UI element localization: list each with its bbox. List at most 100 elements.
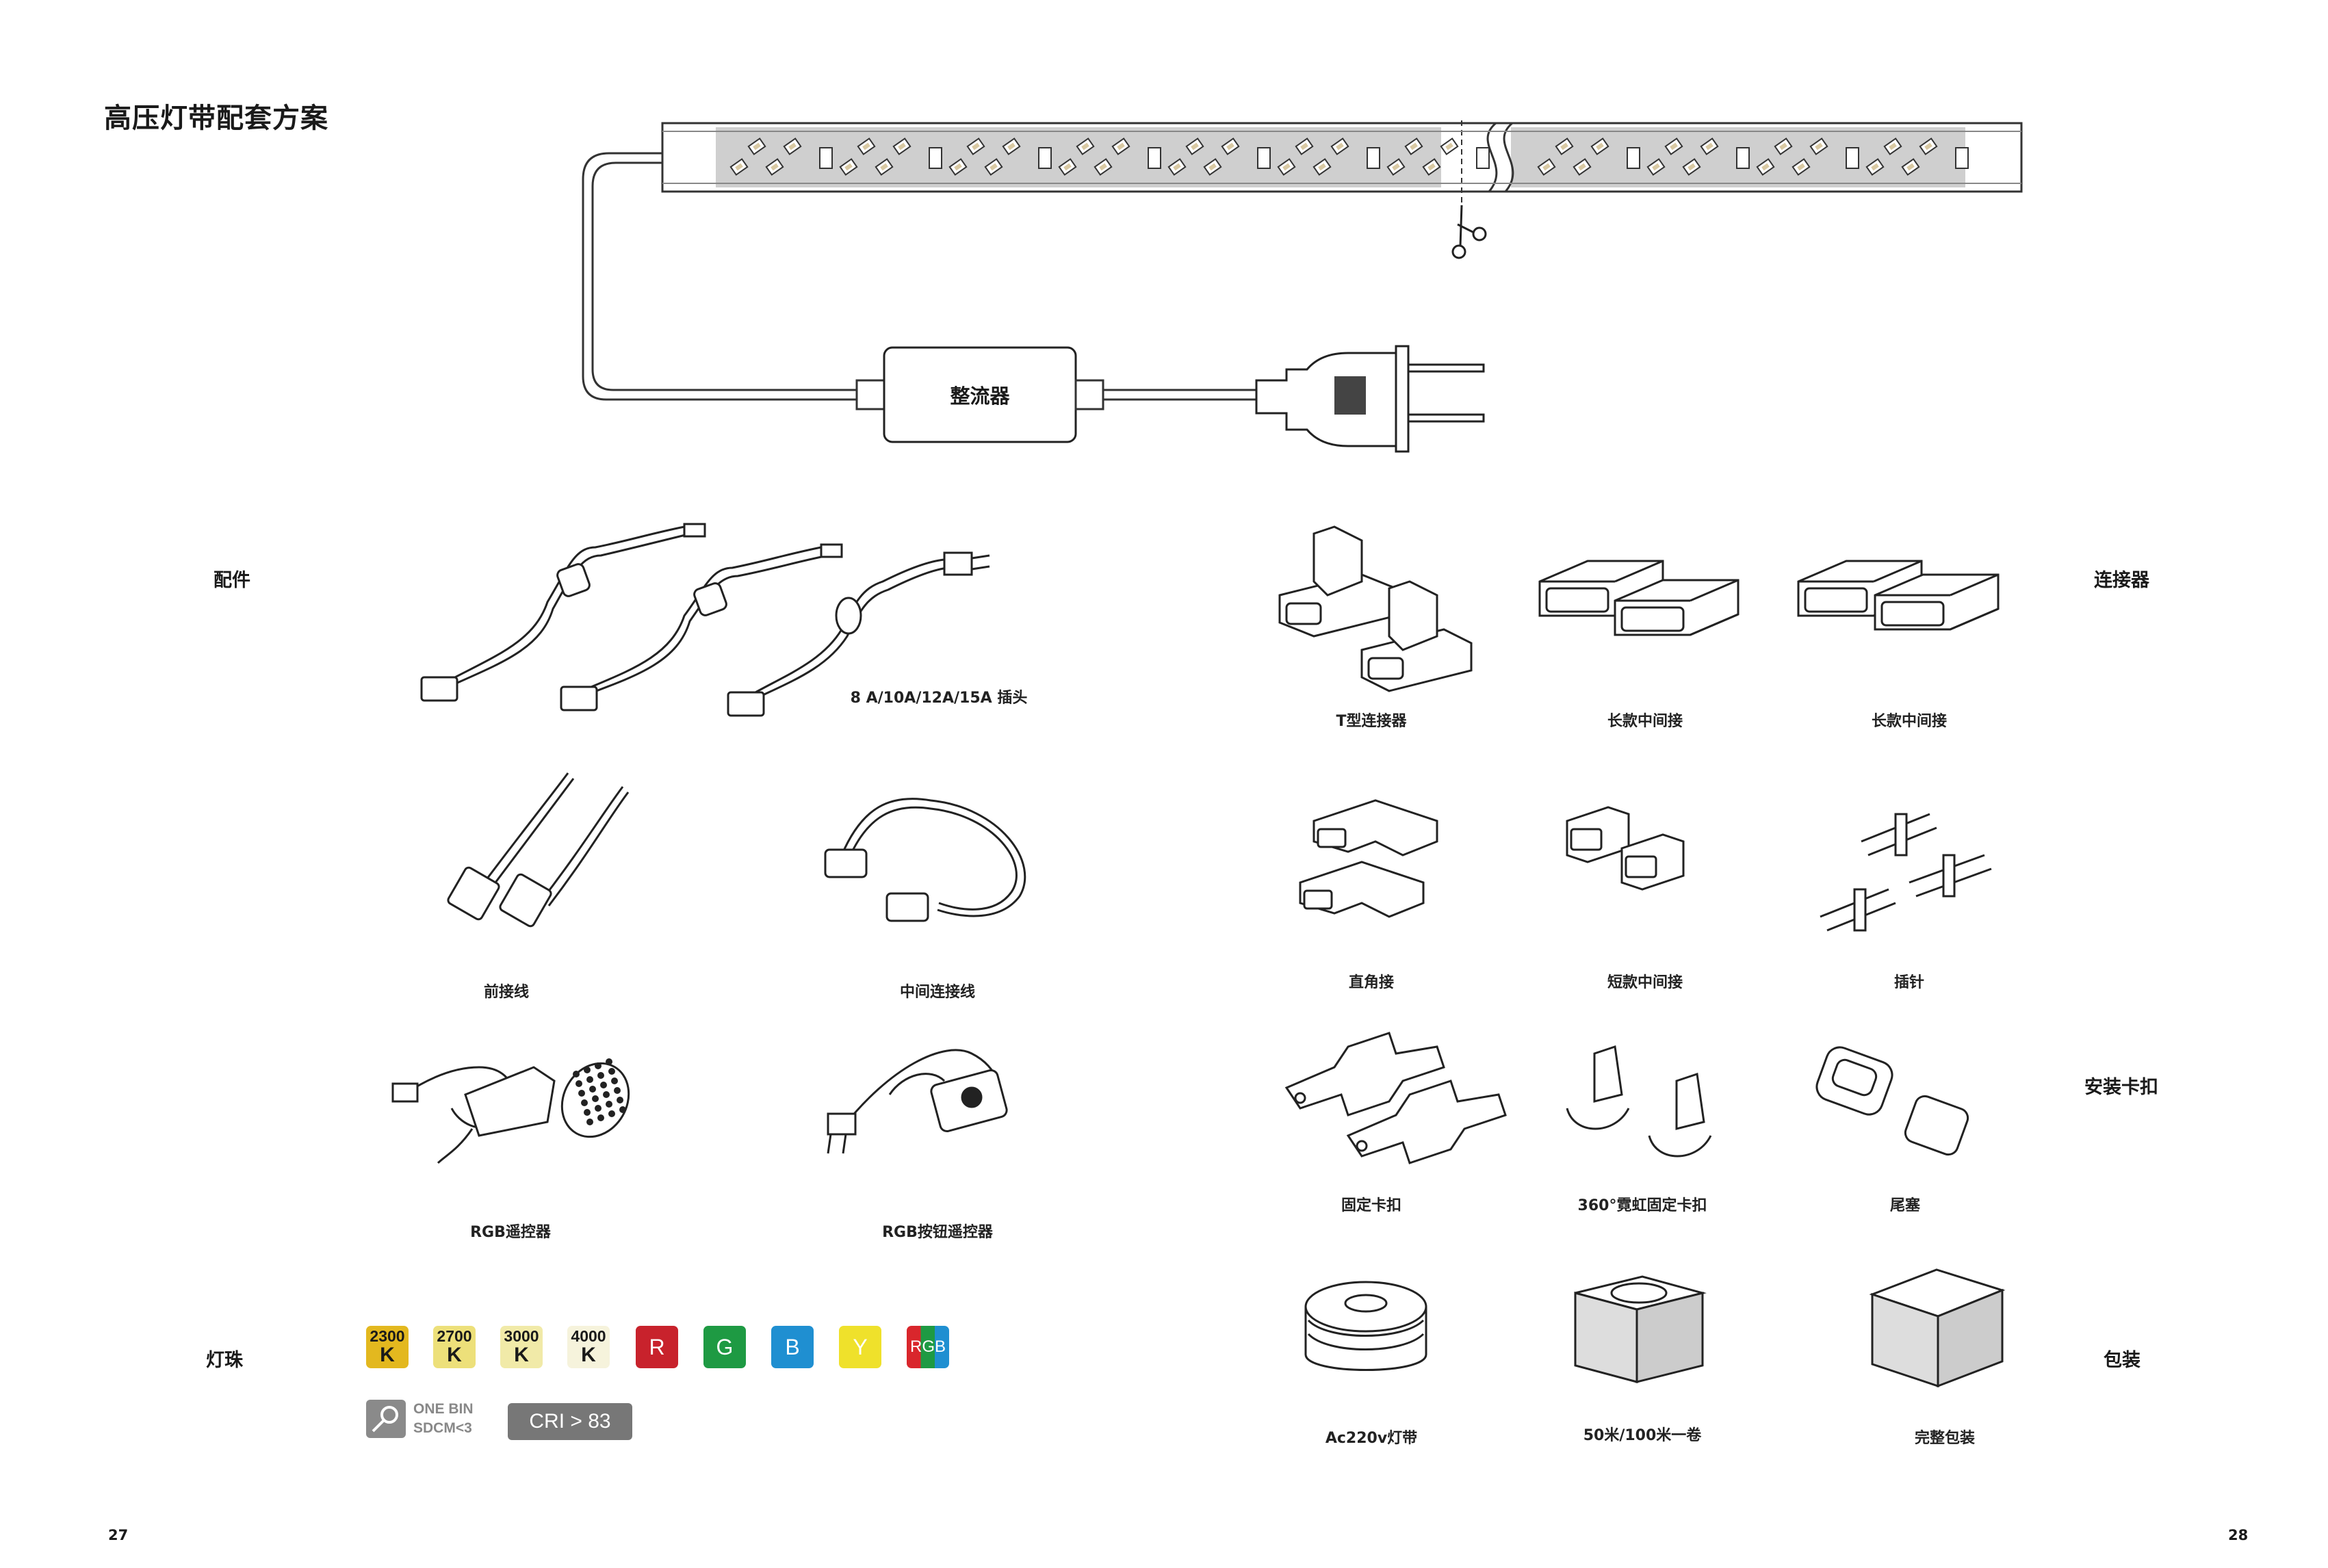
led-chip bbox=[839, 158, 858, 176]
resistor bbox=[819, 147, 833, 169]
remote-button bbox=[600, 1082, 607, 1088]
remote-button bbox=[581, 1099, 588, 1106]
resistor bbox=[1257, 147, 1271, 169]
one-bin-line1: ONE BIN bbox=[413, 1401, 474, 1417]
led-chip bbox=[1809, 138, 1828, 155]
resistor bbox=[1627, 147, 1640, 169]
led-chip bbox=[1002, 138, 1021, 155]
led-chip bbox=[1330, 138, 1349, 155]
led-chip bbox=[1590, 138, 1609, 155]
middle-wire bbox=[824, 798, 1026, 922]
bead-badge-unit: K bbox=[447, 1344, 462, 1366]
led-chip bbox=[1883, 138, 1902, 155]
remote-button bbox=[597, 1072, 604, 1079]
caption-front-wire: 前接线 bbox=[483, 984, 529, 1001]
cri-badge: CRI > 83 bbox=[508, 1403, 632, 1440]
led-chip bbox=[1277, 158, 1296, 176]
neon-clips bbox=[1566, 1045, 1712, 1158]
led-chip bbox=[1076, 138, 1095, 155]
rgb-remote bbox=[391, 1062, 630, 1164]
bead-badge: G bbox=[703, 1326, 746, 1368]
remote-button bbox=[573, 1071, 580, 1077]
t-connectors bbox=[1278, 525, 1473, 692]
end-caps bbox=[1815, 1046, 1969, 1156]
binning-icon bbox=[366, 1400, 406, 1438]
caption-strip: Ac220v灯带 bbox=[1325, 1430, 1418, 1447]
remote-button bbox=[606, 1101, 612, 1108]
led-chip bbox=[1792, 158, 1811, 176]
led-chip bbox=[1167, 158, 1187, 176]
led-chip bbox=[1440, 138, 1459, 155]
led-chip bbox=[966, 138, 985, 155]
bead-badge-label: B bbox=[785, 1335, 800, 1359]
led-chip bbox=[1111, 138, 1130, 155]
remote-button bbox=[586, 1119, 593, 1125]
remote-button bbox=[614, 1087, 621, 1094]
led-chip bbox=[1404, 138, 1423, 155]
led-chip bbox=[984, 158, 1003, 176]
caption-plug: 8 A/10A/12A/15A 插头 bbox=[850, 690, 1028, 707]
resistor bbox=[1846, 147, 1859, 169]
section-beads: 灯珠 bbox=[206, 1350, 243, 1371]
remote-button bbox=[603, 1091, 610, 1098]
remote-button bbox=[595, 1105, 602, 1112]
led-chip bbox=[1682, 158, 1701, 176]
pin-connectors bbox=[1820, 813, 1992, 932]
one-bin-line2: SDCM<3 bbox=[413, 1420, 472, 1436]
bead-badge-unit: K bbox=[581, 1344, 596, 1366]
led-chip bbox=[1756, 158, 1775, 176]
remote-button bbox=[597, 1114, 604, 1121]
bead-badge: R bbox=[636, 1326, 678, 1368]
right-angle-connectors bbox=[1299, 799, 1438, 918]
caption-long-middle-1: 长款中间接 bbox=[1607, 713, 1683, 730]
remote-button bbox=[589, 1086, 596, 1093]
section-mounting: 安装卡扣 bbox=[2084, 1077, 2158, 1098]
page-title: 高压灯带配套方案 bbox=[104, 103, 328, 134]
page-number-left: 27 bbox=[108, 1527, 129, 1543]
remote-button bbox=[592, 1095, 599, 1102]
led-chip bbox=[1774, 138, 1793, 155]
remote-button bbox=[606, 1058, 612, 1065]
power-plug bbox=[1255, 352, 1397, 447]
led-chip bbox=[1094, 158, 1113, 176]
short-middle-connectors bbox=[1566, 806, 1685, 891]
resistor bbox=[929, 147, 942, 169]
led-strip bbox=[661, 120, 2023, 205]
one-bin-text: ONE BIN SDCM<3 bbox=[413, 1400, 474, 1438]
led-chip bbox=[1664, 138, 1683, 155]
bead-badge-label: G bbox=[716, 1335, 734, 1359]
led-chip bbox=[1386, 158, 1406, 176]
resistor bbox=[1955, 147, 1969, 169]
bead-badge: B bbox=[771, 1326, 814, 1368]
bead-badge-unit: K bbox=[380, 1344, 395, 1366]
remote-button bbox=[586, 1076, 593, 1083]
led-chip bbox=[1221, 138, 1240, 155]
rgb-button-remote bbox=[827, 1049, 1008, 1154]
led-chip bbox=[729, 158, 749, 176]
caption-pin: 插针 bbox=[1893, 974, 1924, 991]
bead-badge-label: 2300 bbox=[370, 1327, 405, 1345]
remote-button bbox=[608, 1068, 615, 1075]
section-connectors: 连接器 bbox=[2094, 570, 2149, 591]
led-chip bbox=[1646, 158, 1666, 176]
scissors-icon bbox=[1451, 205, 1487, 259]
section-packaging: 包装 bbox=[2104, 1350, 2141, 1371]
led-chip bbox=[1700, 138, 1719, 155]
caption-rgb-remote: RGB遥控器 bbox=[470, 1224, 551, 1241]
caption-right-angle: 直角接 bbox=[1348, 974, 1394, 991]
led-chip bbox=[1573, 158, 1592, 176]
caption-long-middle-2: 长款中间接 bbox=[1871, 713, 1947, 730]
remote-button bbox=[608, 1110, 615, 1117]
led-chips bbox=[729, 138, 1969, 176]
led-chip bbox=[1537, 158, 1556, 176]
front-wire bbox=[447, 772, 630, 928]
bead-badge: RGB bbox=[907, 1326, 949, 1368]
remote-button bbox=[617, 1097, 623, 1103]
led-chip bbox=[1865, 158, 1885, 176]
remote-button bbox=[619, 1106, 626, 1113]
caption-neon-clip: 360°霓虹固定卡扣 bbox=[1577, 1197, 1707, 1214]
led-chip bbox=[1058, 158, 1077, 176]
remote-button bbox=[595, 1062, 602, 1069]
